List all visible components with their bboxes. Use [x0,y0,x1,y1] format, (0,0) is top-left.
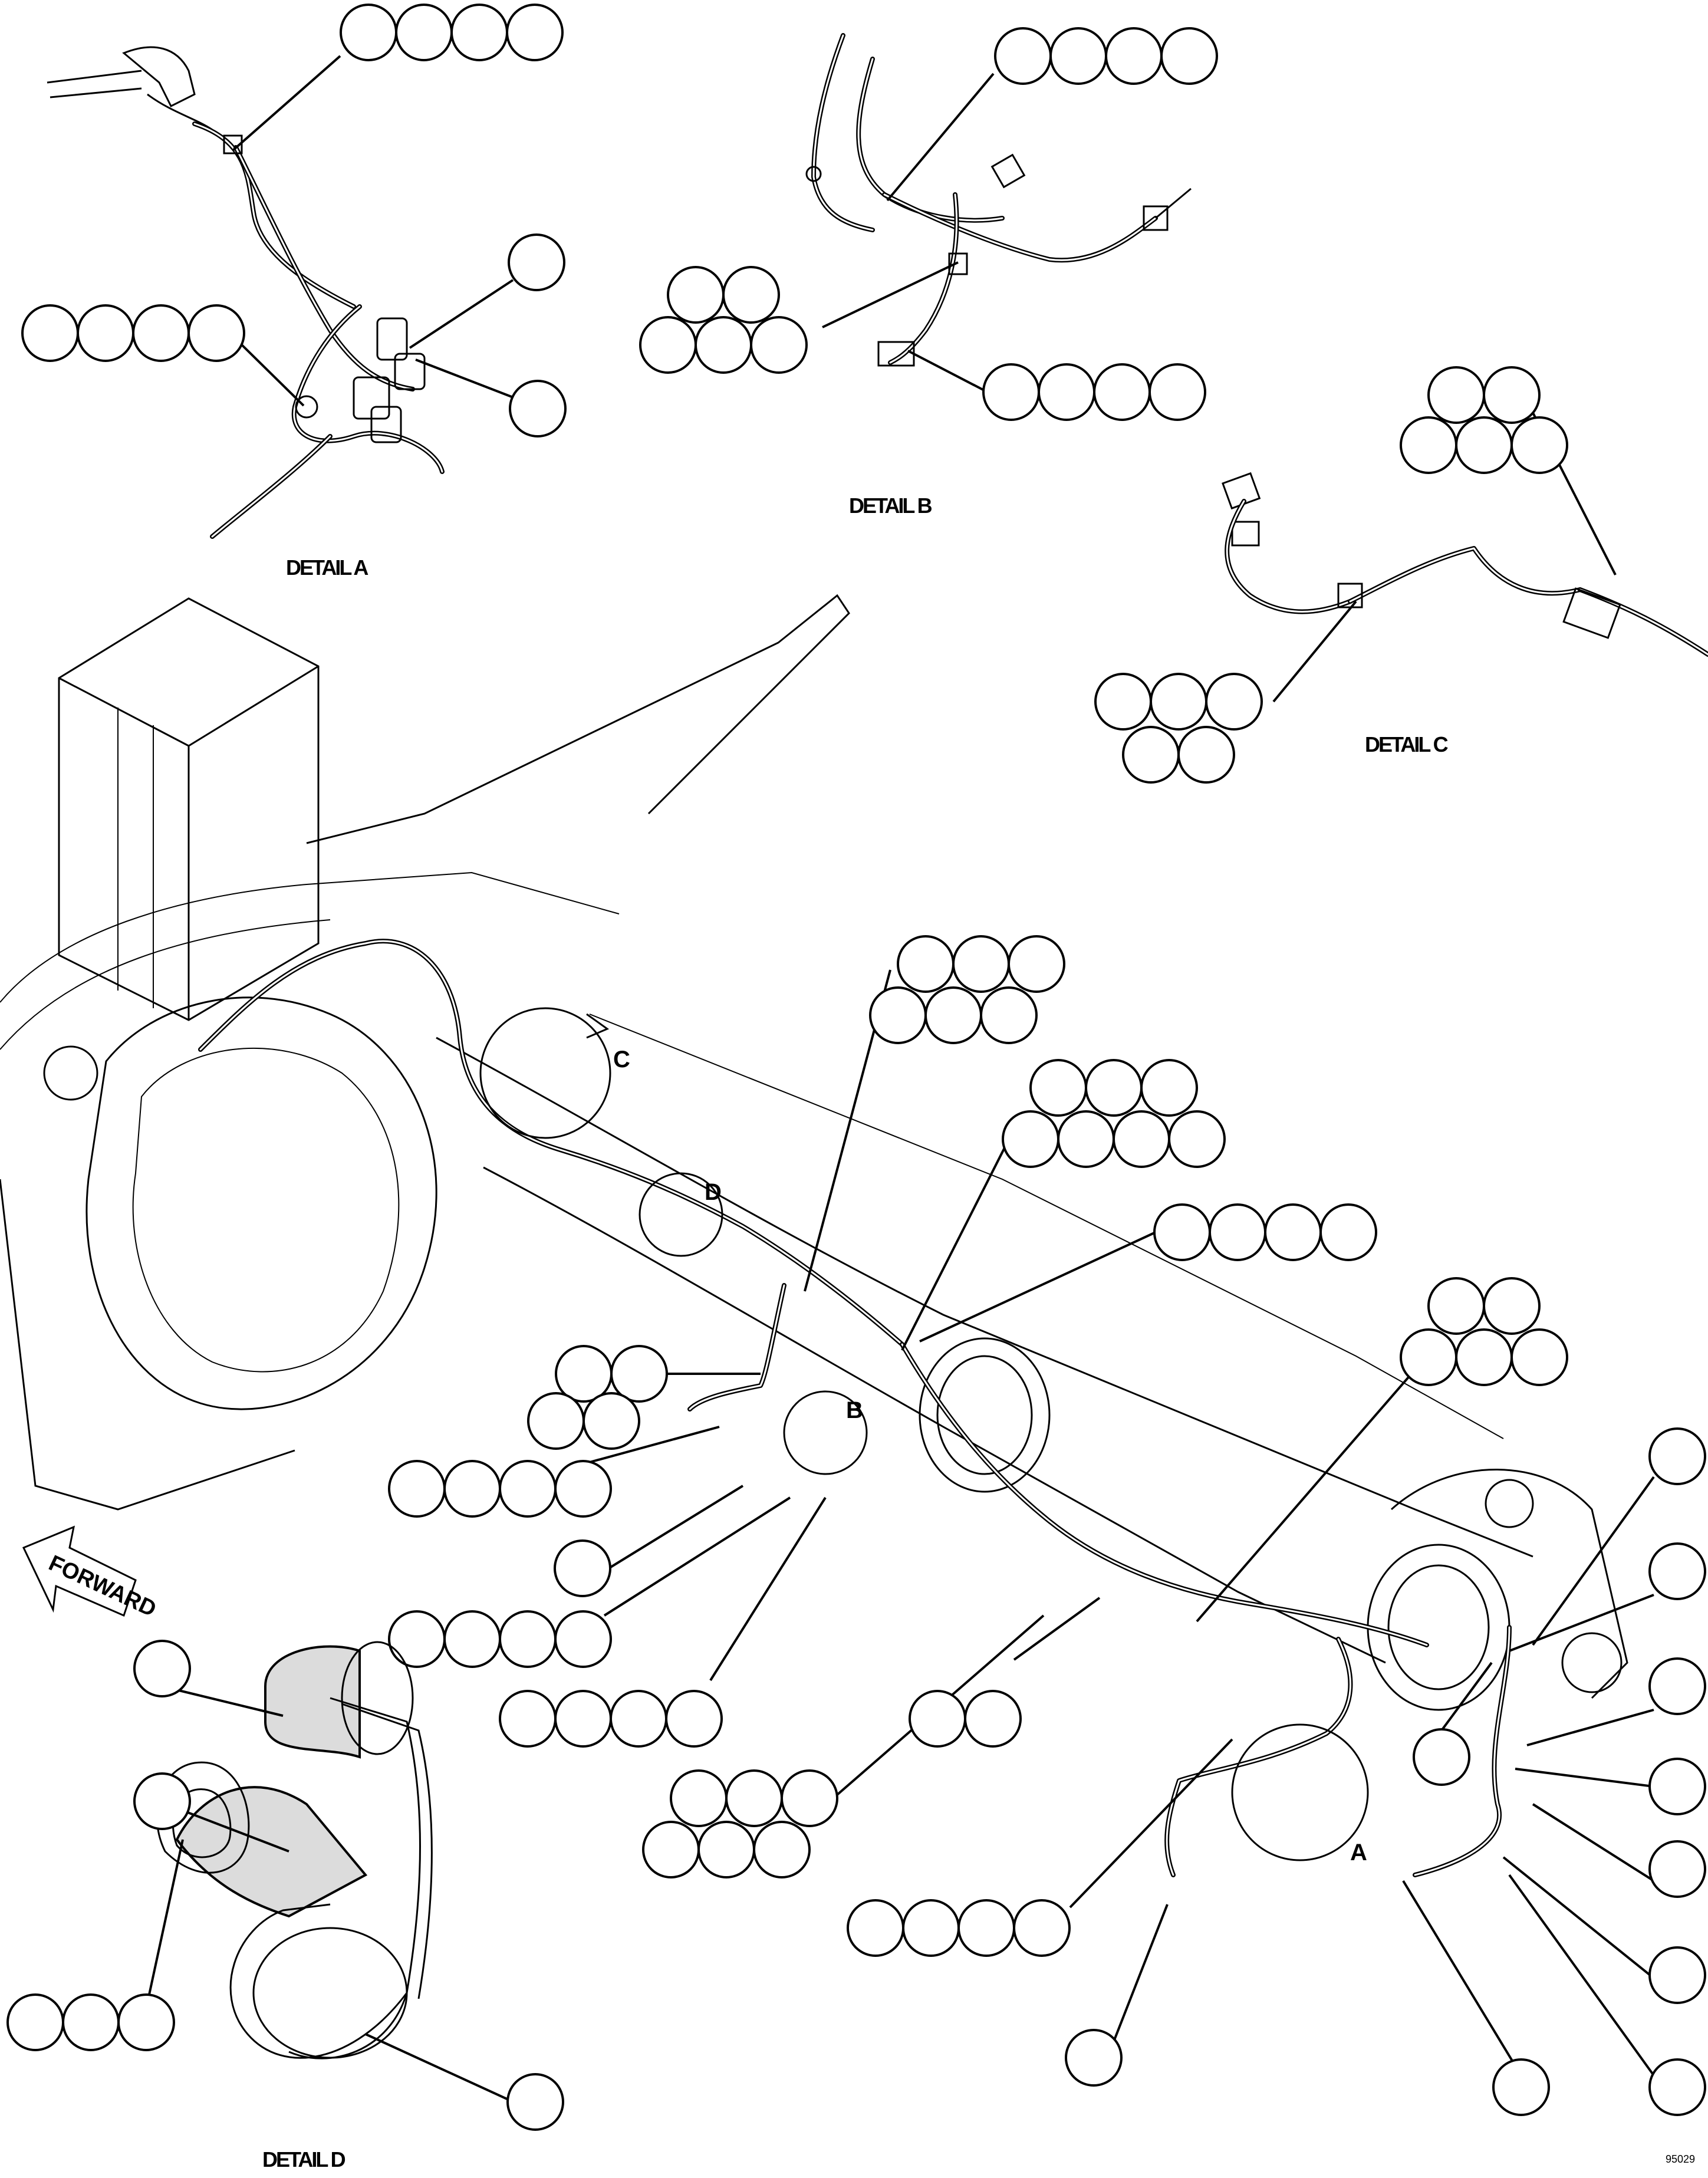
callout-bubble-group [21,304,245,362]
callout-bubble-group [1413,1728,1470,1786]
document-id: 95029 [1666,2153,1695,2165]
view-arrow-a: A [1350,1840,1367,1866]
forward-label: FORWARD [45,1551,160,1622]
callout-bubble-group [1648,1657,1706,1715]
callout-bubble-group [909,1690,1022,1748]
axle-frame-illustration [0,594,1628,1877]
callout-bubble-group [1648,1946,1706,2004]
detail-b-label: DETAIL B [849,493,932,518]
detail-c-label: DETAIL C [1365,732,1449,756]
callout-bubble-group [847,1899,1071,1957]
callout-bubble-group [1400,1277,1568,1386]
callout-bubble-group [639,266,808,374]
detail-c-illustration [1222,472,1708,657]
callout-bubble-group [869,935,1065,1044]
callout-bubble-group [1065,2029,1123,2087]
detail-d-illustration [156,1641,433,2059]
callout-bubble-group [1002,1059,1226,1168]
forward-arrow: FORWARD [22,1525,160,1622]
callout-bubble-group [6,1993,175,2051]
view-arrow-d: D [705,1179,722,1205]
callout-bubble-group [1648,1758,1706,1815]
callout-bubble-group [1648,1542,1706,1600]
callout-bubble-group [554,1539,611,1597]
callout-bubble-group [1492,2058,1550,2116]
view-arrows: C D B A [586,1013,1367,1866]
callout-bubble-group [340,4,564,61]
callout-bubble-group [388,1610,612,1668]
callout-bubble-group [508,233,565,291]
detail-a-label: DETAIL A [286,555,368,580]
callout-bubble-group [994,27,1218,85]
callout-bubble-group [388,1460,612,1518]
detail-d-label: DETAIL D [262,2147,345,2172]
callout-bubble-group [1648,1840,1706,1898]
callout-bubble-group [1648,2058,1706,2116]
view-arrow-b: B [846,1397,863,1423]
callout-bubble-group [1153,1203,1377,1261]
callout-bubble-group [1400,366,1568,474]
callout-bubble-group [506,2073,564,2131]
callout-bubble-group [133,1772,191,1830]
callout-bubble-group [1648,1427,1706,1485]
callout-bubble-group [1094,673,1263,784]
callout-bubble-group [499,1690,723,1748]
callout-bubble-group [982,363,1206,421]
view-arrow-c: C [613,1047,630,1072]
detail-a-illustration [47,46,445,539]
callout-bubble-group [527,1345,668,1450]
callout-bubble-group [642,1769,838,1878]
callout-bubble-group [133,1640,191,1697]
callout-bubble-group [509,380,567,437]
detail-b-illustration [805,33,1192,367]
